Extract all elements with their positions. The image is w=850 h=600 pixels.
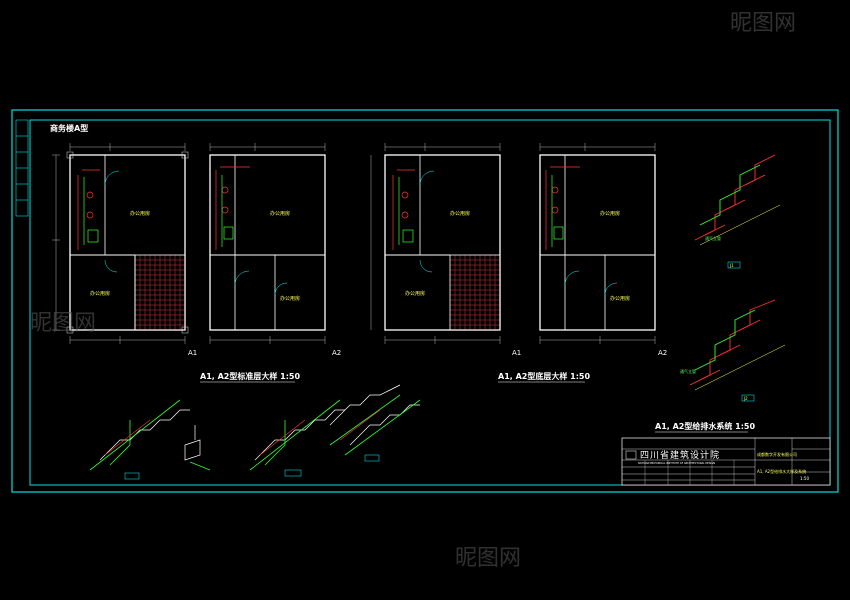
floor-plan-standard-a1: 办公用房 办公用房 [52,143,189,344]
room-label: 办公用房 [280,295,300,302]
sheet-label: 商务楼A型 [50,123,88,133]
room-label: 办公用房 [130,210,150,217]
binding-strip [15,119,29,217]
drawing-frame [11,109,839,493]
stair-pipe-detail-2 [249,384,401,477]
fixture-detail [184,425,211,471]
floor-plan-ground-a1: 办公用房 办公用房 [370,143,501,344]
room-label: 办公用房 [610,295,630,302]
title-system: A1, A2型给排水系统 1:50 [655,421,755,431]
isometric-system-upper: 通气立管 J1 [694,154,781,269]
title-block: 四川省建筑设计院 SICHUAN PROVINCIAL INSTITUTE OF… [621,437,831,486]
watermark-text: 昵图网 [30,311,96,336]
axis-label-a2: A2 [332,349,341,357]
project-name: 成都数字开发有限公司 [757,451,797,457]
stair-pipe-detail-3 [344,399,421,462]
tag-j1: J1 [729,263,734,268]
watermark-text: 昵图网 [455,546,521,571]
axis-label-a2-ground: A2 [658,349,667,357]
title-standard-floor: A1, A2型标准层大样 1:50 [200,371,300,381]
axis-label-a1-ground: A1 [512,349,521,357]
watermark: 昵图网 昵图网 昵图网 [30,11,796,571]
title-ground-floor: A1, A2型底层大样 1:50 [498,371,590,381]
tag-j2: J2 [743,396,748,401]
drawing-name: A1, A2型给排水大样及系统 [757,468,806,474]
watermark-text: 昵图网 [730,11,796,36]
floor-plan-standard-a2: 办公用房 办公用房 [209,143,326,344]
scale-value: 1:50 [800,476,809,481]
stair-pipe-detail-1 [89,399,190,480]
floor-plan-ground-a2: 办公用房 办公用房 [539,143,656,344]
room-label: 办公用房 [600,210,620,217]
room-label: 办公用房 [270,210,290,217]
vent-pipe-label-lower: 通气立管 [680,368,696,374]
vent-pipe-label: 通气立管 [705,235,721,241]
room-label: 办公用房 [405,290,425,297]
isometric-system-lower: 通气立管 J2 [680,299,786,402]
institute-name-en: SICHUAN PROVINCIAL INSTITUTE OF ARCHITEC… [638,461,715,465]
axis-label-a1: A1 [188,349,197,357]
room-label: 办公用房 [90,290,110,297]
institute-name: 四川省建筑设计院 [640,449,720,461]
room-label: 办公用房 [450,210,470,217]
